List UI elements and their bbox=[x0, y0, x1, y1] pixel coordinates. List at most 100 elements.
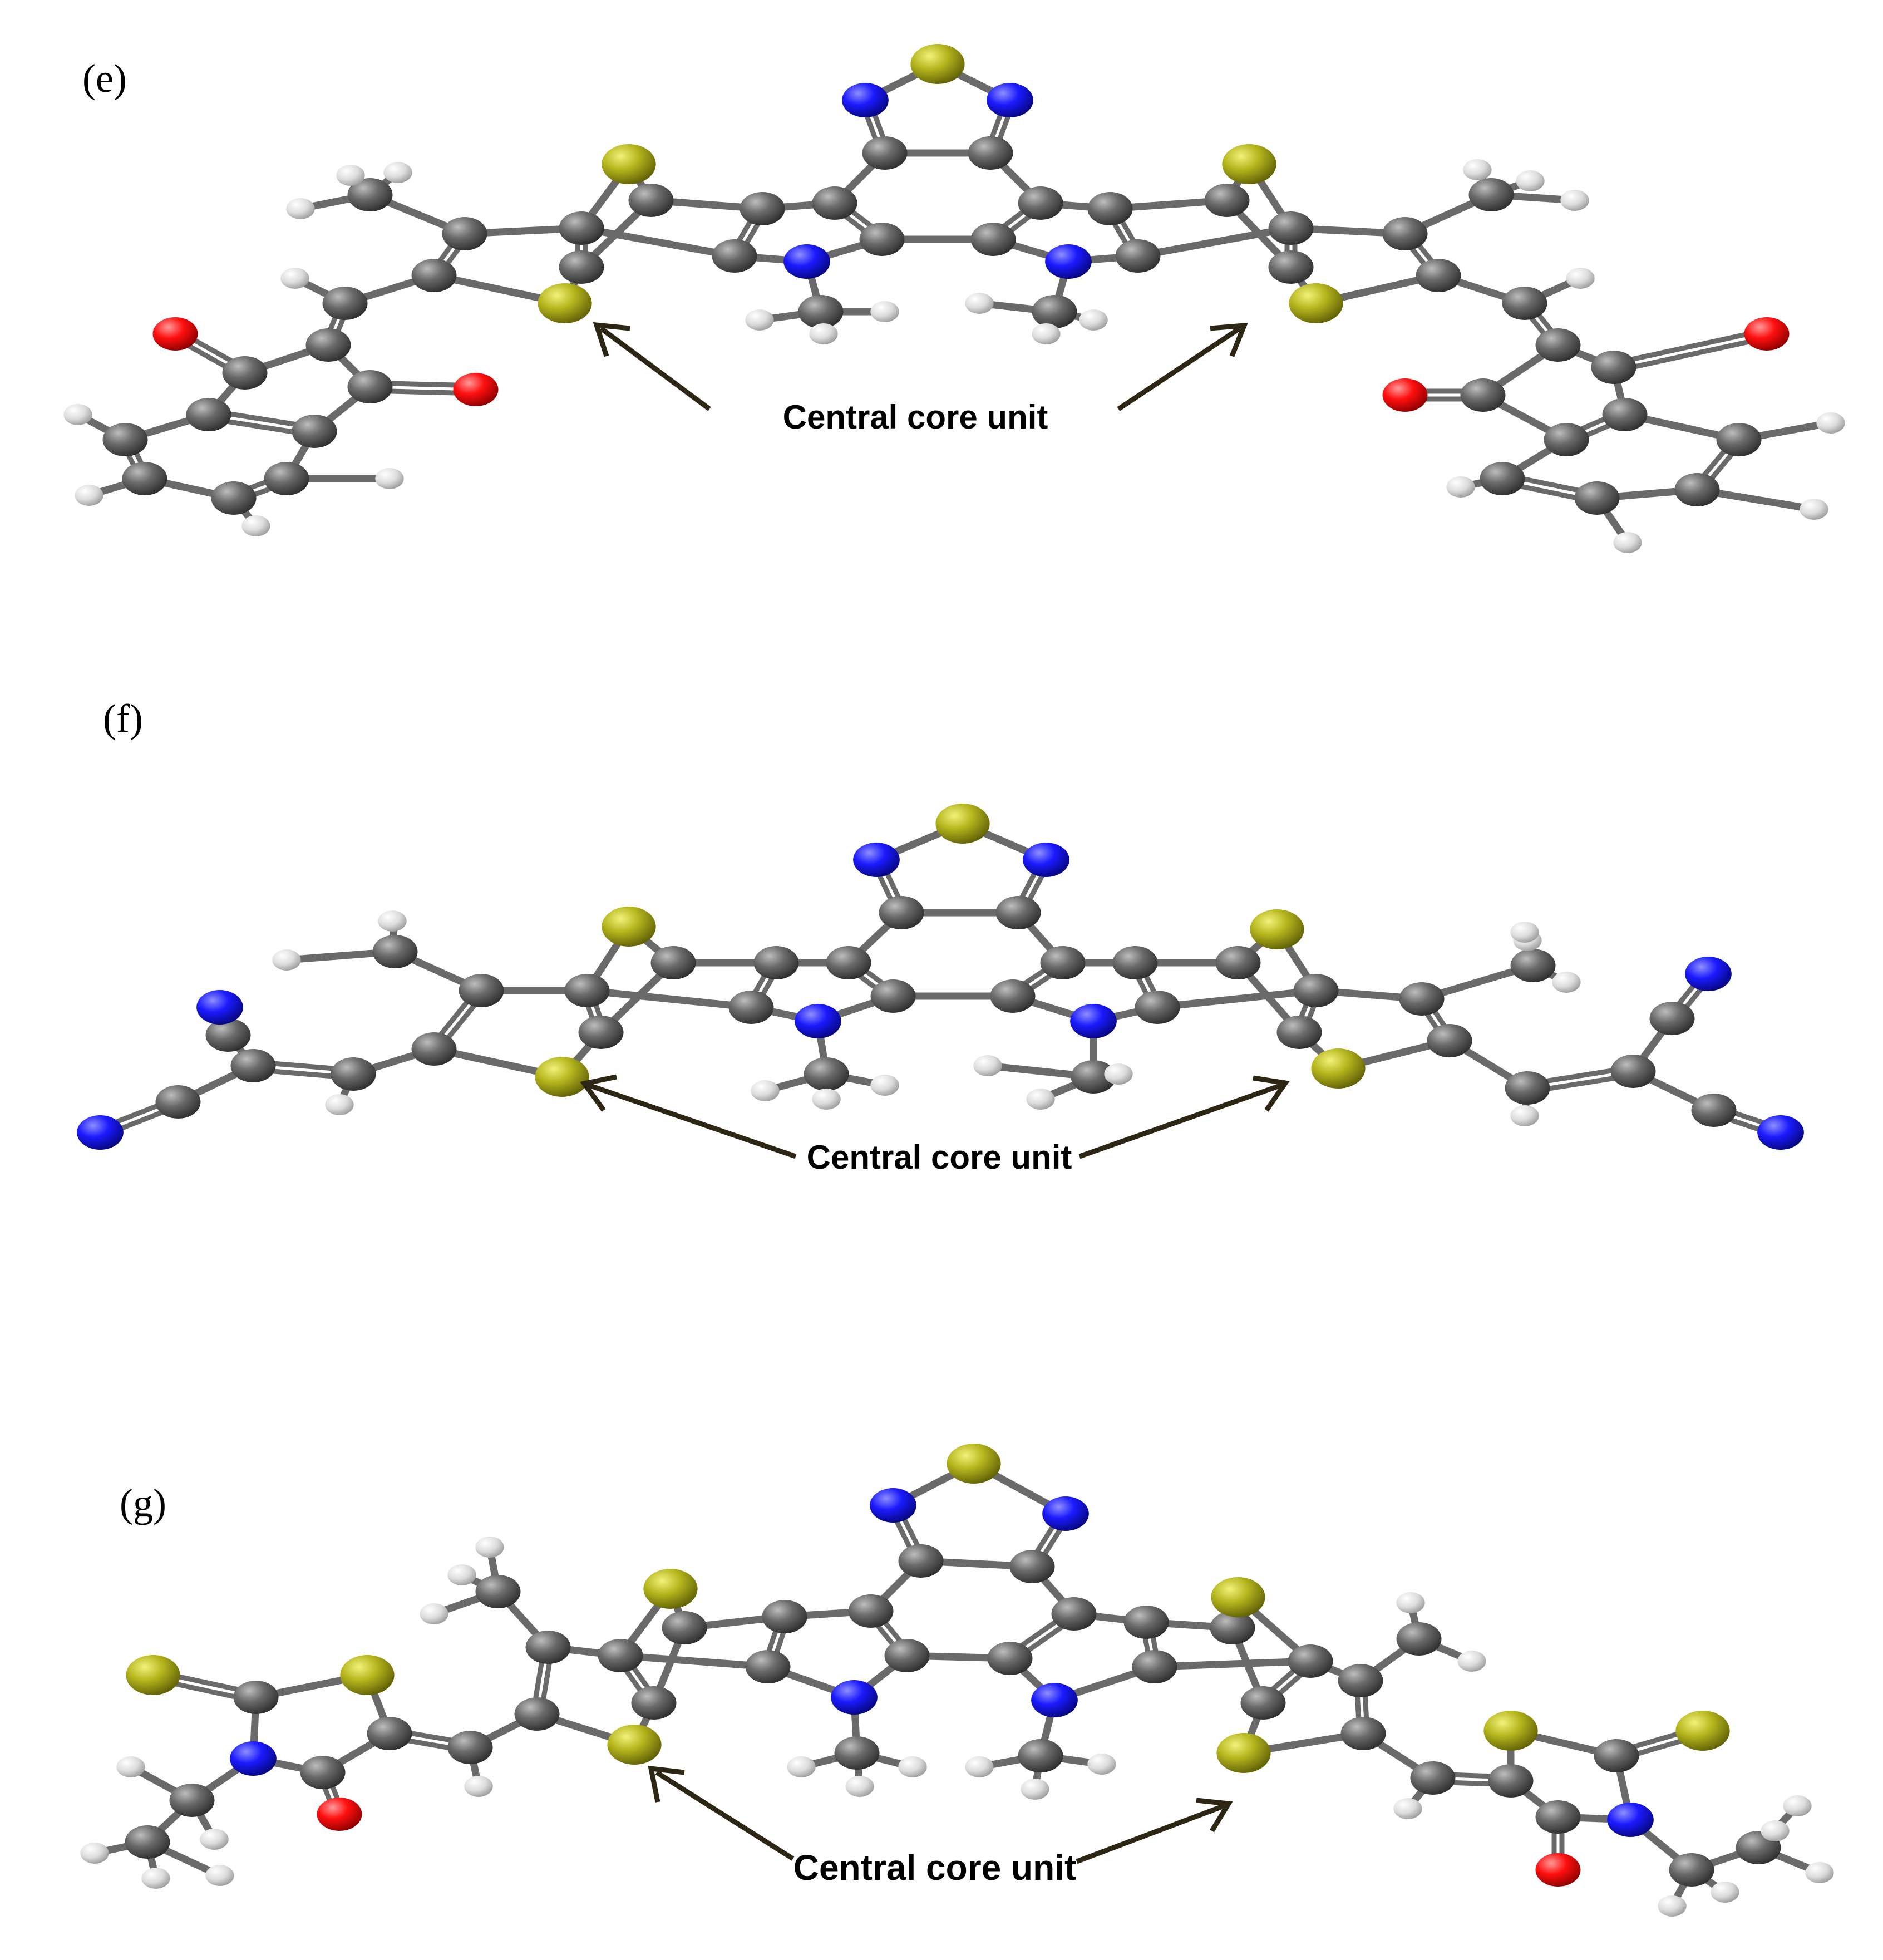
atom-h bbox=[1396, 1592, 1425, 1613]
atom-c bbox=[1502, 287, 1547, 320]
atom-c bbox=[1051, 1597, 1097, 1631]
atom-c bbox=[442, 217, 487, 250]
atom-c bbox=[1574, 481, 1620, 515]
atom-s bbox=[340, 1655, 395, 1695]
atom-c bbox=[1594, 1739, 1639, 1772]
atom-h bbox=[475, 1537, 504, 1558]
atom-c bbox=[155, 1085, 201, 1119]
atom-c bbox=[1716, 423, 1762, 456]
panel-label-f: (f) bbox=[103, 696, 143, 741]
atom-c bbox=[1610, 1055, 1656, 1088]
arrow-left-e bbox=[599, 326, 711, 411]
bond bbox=[578, 224, 738, 260]
atom-c bbox=[211, 481, 257, 515]
annotation-g: Central core unit bbox=[648, 1765, 1233, 1888]
atom-n bbox=[1042, 1496, 1089, 1531]
atom-s bbox=[602, 144, 656, 184]
atom-h bbox=[870, 301, 899, 322]
atom-c bbox=[740, 192, 785, 225]
bond bbox=[617, 1652, 772, 1671]
atom-c bbox=[1204, 184, 1250, 217]
atom-c bbox=[264, 462, 309, 495]
atom-c bbox=[1115, 239, 1161, 273]
atom-h bbox=[1510, 922, 1539, 943]
atom-c bbox=[564, 974, 610, 1007]
atom-c bbox=[862, 136, 908, 170]
atom-c bbox=[1674, 473, 1720, 506]
arrowhead-left-e bbox=[593, 322, 630, 357]
atom-c bbox=[879, 896, 924, 929]
atom-c bbox=[1018, 186, 1063, 220]
atom-h bbox=[241, 515, 270, 536]
atom-c bbox=[1505, 1071, 1550, 1105]
bond bbox=[1611, 335, 1770, 374]
atom-c bbox=[995, 896, 1041, 929]
atom-c bbox=[347, 370, 393, 403]
atom-s bbox=[602, 907, 656, 947]
atom-c bbox=[475, 1575, 521, 1608]
atom-n bbox=[987, 83, 1033, 117]
atom-c bbox=[753, 946, 799, 979]
atom-c bbox=[1510, 949, 1556, 982]
atom-c bbox=[1535, 1800, 1581, 1834]
atom-c bbox=[628, 184, 674, 217]
atom-h bbox=[200, 1829, 229, 1850]
atom-c bbox=[1410, 1761, 1456, 1795]
atom-h bbox=[325, 1094, 354, 1115]
atom-h bbox=[1079, 309, 1108, 331]
atom-c bbox=[1293, 974, 1339, 1007]
atom-h bbox=[1560, 190, 1589, 211]
atom-h bbox=[1566, 268, 1595, 289]
atom-c bbox=[411, 1032, 457, 1066]
atom-h bbox=[809, 323, 838, 344]
atom-h bbox=[1032, 323, 1061, 344]
atom-c bbox=[650, 946, 696, 979]
atom-c bbox=[834, 1736, 880, 1770]
atom-c bbox=[559, 250, 604, 284]
atom-h bbox=[205, 1865, 234, 1886]
atom-n bbox=[1685, 957, 1732, 991]
annotation-e: Central core unit bbox=[593, 322, 1248, 436]
bond bbox=[1610, 327, 1769, 366]
atom-c bbox=[372, 935, 418, 968]
atom-c bbox=[870, 979, 916, 1013]
atom-s bbox=[1675, 1711, 1730, 1751]
atom-c bbox=[804, 1057, 849, 1091]
atom-h bbox=[1761, 1820, 1790, 1841]
atom-o bbox=[1382, 378, 1428, 412]
atom-h bbox=[1658, 1895, 1687, 1917]
atom-n bbox=[870, 1488, 916, 1523]
atom-c bbox=[347, 178, 393, 211]
atom-c bbox=[102, 423, 148, 456]
atom-c bbox=[125, 1825, 170, 1859]
atom-c bbox=[884, 1639, 930, 1672]
atom-c bbox=[1399, 982, 1445, 1016]
atom-c bbox=[1416, 259, 1461, 292]
atom-c bbox=[859, 223, 905, 256]
atom-c bbox=[1396, 1622, 1442, 1656]
atom-h bbox=[464, 1776, 493, 1797]
atom-h bbox=[898, 1756, 927, 1777]
bond bbox=[1151, 1657, 1314, 1671]
atom-o bbox=[152, 317, 198, 351]
arrowhead-left-g bbox=[648, 1765, 685, 1803]
atom-h bbox=[280, 268, 309, 289]
arrowhead-right-e bbox=[1210, 322, 1248, 357]
atom-h bbox=[1516, 170, 1545, 191]
atom-h bbox=[1463, 159, 1492, 180]
atom-c bbox=[1649, 1002, 1695, 1035]
arrow-right-g bbox=[1076, 1803, 1225, 1864]
atom-h bbox=[272, 949, 301, 971]
atom-c bbox=[1382, 217, 1428, 250]
atom-c bbox=[525, 1631, 571, 1664]
atom-n bbox=[196, 990, 243, 1025]
atom-h bbox=[1457, 1651, 1486, 1672]
atom-n bbox=[1031, 1683, 1078, 1717]
atom-c bbox=[1040, 946, 1086, 979]
panel-label-e: (e) bbox=[82, 56, 127, 101]
atom-c bbox=[1480, 462, 1525, 495]
atom-layer bbox=[63, 44, 1845, 553]
atom-h bbox=[1805, 1862, 1834, 1883]
atom-n bbox=[77, 1115, 124, 1150]
